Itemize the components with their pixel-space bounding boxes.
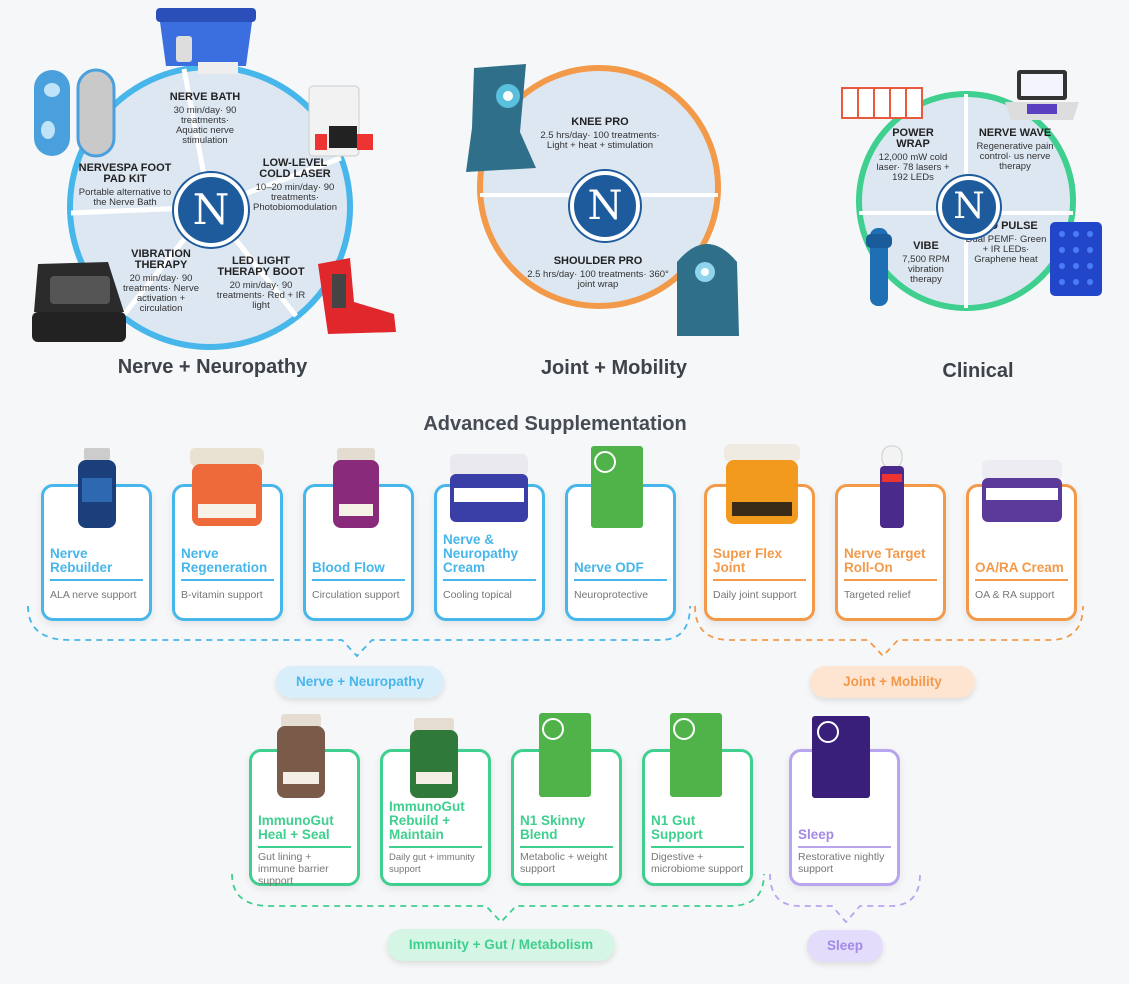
sleep-pack — [812, 716, 870, 798]
blood-flow-jar — [333, 448, 379, 528]
wheel-title-nerve: Nerve + Neuropathy — [117, 356, 308, 378]
pill-joint-mobility: Joint + Mobility — [810, 666, 975, 698]
product-desc: ALA nerve support — [50, 589, 137, 601]
card-nerve-odf[interactable]: Nerve ODF Neuroprotective — [565, 484, 676, 621]
product-name: Nerve Target Roll-On — [844, 546, 926, 575]
led-boot-image — [318, 258, 396, 334]
roll-on-bottle — [880, 445, 904, 528]
power-wrap-image — [841, 87, 923, 119]
immunogut-rebuild-jar — [410, 718, 458, 798]
product-name: N1 Skinny Blend — [520, 813, 586, 842]
product-desc: Daily gut + immunity support — [389, 852, 475, 875]
nerve-odf-pack — [591, 446, 643, 528]
card-n1-gut-support[interactable]: N1 Gut Support Digestive + microbiome su… — [642, 749, 753, 886]
product-name: Sleep — [798, 827, 835, 842]
immunogut-heal-jar — [277, 714, 325, 798]
nerve-bath-image — [156, 8, 256, 74]
product-desc: Cooling topical — [443, 589, 512, 601]
product-name: Nerve Regeneration — [181, 546, 268, 575]
product-name: Super Flex Joint — [713, 546, 783, 575]
pill-nerve-neuropathy: Nerve + Neuropathy — [276, 666, 444, 698]
product-desc: OA & RA support — [975, 589, 1055, 601]
product-desc: Metabolic + weight support — [520, 851, 608, 875]
nerve-regeneration-jar — [190, 448, 264, 526]
pill-immunity-gut: Immunity + Gut / Metabolism — [387, 929, 615, 961]
knee-pro-image — [466, 64, 536, 172]
pill-sleep: Sleep — [807, 930, 883, 962]
super-flex-jar — [724, 444, 800, 524]
product-desc: Restorative nightly support — [798, 851, 885, 875]
shoulder-pro-image — [677, 244, 739, 336]
cold-laser-image — [308, 85, 373, 157]
vibe-image — [866, 228, 892, 306]
wheel-title-clinical: Clinical — [942, 360, 1014, 382]
product-desc: Neuroprotective — [574, 589, 649, 601]
neuropathy-cream-jar — [450, 454, 528, 522]
product-name: Nerve Rebuilder — [50, 546, 113, 575]
brand-logo-icon: N — [938, 176, 1000, 238]
brand-logo-icon: N — [570, 171, 640, 241]
nerve-rebuilder-bottle — [78, 448, 116, 528]
product-desc: Gut lining + immune barrier support — [258, 851, 329, 887]
product-name: Blood Flow — [312, 560, 385, 575]
product-name: N1 Gut Support — [651, 813, 703, 842]
product-desc: Digestive + microbiome support — [651, 851, 744, 875]
product-name: Nerve ODF — [574, 560, 644, 575]
wheel-title-joint: Joint + Mobility — [540, 357, 688, 379]
brand-logo-icon: N — [174, 173, 248, 247]
product-name: ImmunoGut Heal + Seal — [258, 813, 334, 842]
skinny-blend-pack — [539, 713, 591, 797]
product-name: ImmunoGut Rebuild + Maintain — [389, 799, 465, 842]
nerve-wave-image — [1005, 70, 1079, 120]
vibration-plate-image — [32, 262, 126, 342]
card-immunogut-heal-seal[interactable]: ImmunoGut Heal + Seal Gut lining + immun… — [249, 749, 360, 887]
product-desc: Circulation support — [312, 589, 400, 601]
product-name: OA/RA Cream — [975, 560, 1064, 575]
card-immunogut-rebuild[interactable]: ImmunoGut Rebuild + Maintain Daily gut +… — [380, 749, 491, 886]
foot-pad-image — [34, 68, 116, 158]
gut-support-pack — [670, 713, 722, 797]
oa-ra-cream-jar — [982, 460, 1062, 522]
product-desc: Targeted relief — [844, 589, 911, 601]
product-desc: Daily joint support — [713, 589, 797, 601]
product-name: Nerve & Neuropathy Cream — [443, 532, 519, 575]
product-desc: B-vitamin support — [181, 589, 263, 601]
section-title: Advanced Supplementation — [423, 413, 687, 435]
neo-pulse-image — [1050, 222, 1102, 296]
